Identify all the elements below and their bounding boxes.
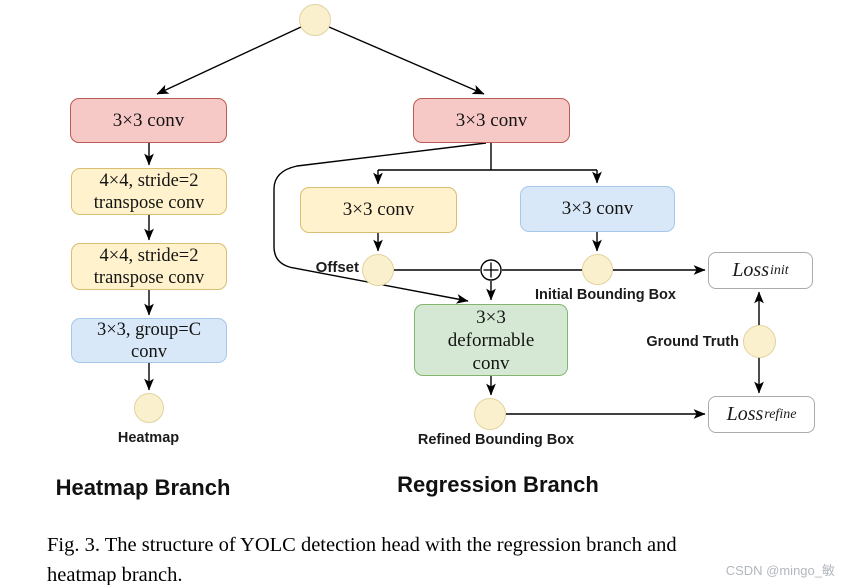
- offset-node: [362, 254, 394, 286]
- circled-plus-icon: [480, 259, 502, 281]
- heatmap-output-label: Heatmap: [117, 430, 180, 446]
- heatmap-branch-title: Heatmap Branch: [55, 475, 231, 500]
- offset-label: Offset: [315, 259, 359, 276]
- bbox-conv-box: 3×3 conv: [520, 186, 675, 232]
- refined-bbox-node: [474, 398, 506, 430]
- caption-line-1: Fig. 3. The structure of YOLC detection …: [47, 534, 677, 556]
- loss-refine-base: Loss: [726, 403, 764, 425]
- initial-bbox-node: [582, 254, 613, 285]
- refined-bbox-label: Refined Bounding Box: [417, 432, 575, 448]
- transpose-conv-box-1: 4×4, stride=2 transpose conv: [71, 168, 227, 215]
- figure-caption: Fig. 3. The structure of YOLC detection …: [47, 530, 837, 585]
- offset-conv-box: 3×3 conv: [300, 187, 457, 233]
- regression-conv-box: 3×3 conv: [413, 98, 570, 143]
- input-feature-node: [299, 4, 331, 36]
- transpose-conv-box-2: 4×4, stride=2 transpose conv: [71, 243, 227, 290]
- deformable-conv-box: 3×3 deformable conv: [414, 304, 568, 376]
- regression-branch-title: Regression Branch: [397, 472, 599, 497]
- heatmap-output-node: [134, 393, 164, 423]
- initial-bbox-label: Initial Bounding Box: [535, 287, 676, 303]
- heatmap-conv-box: 3×3 conv: [70, 98, 227, 143]
- watermark-text: CSDN @mingo_敏: [725, 563, 835, 578]
- loss-init-base: Loss: [732, 259, 770, 281]
- ground-truth-label: Ground Truth: [646, 334, 739, 350]
- ground-truth-node: [743, 325, 776, 358]
- caption-line-2: heatmap branch.: [47, 564, 183, 585]
- group-conv-box: 3×3, group=C conv: [71, 318, 227, 363]
